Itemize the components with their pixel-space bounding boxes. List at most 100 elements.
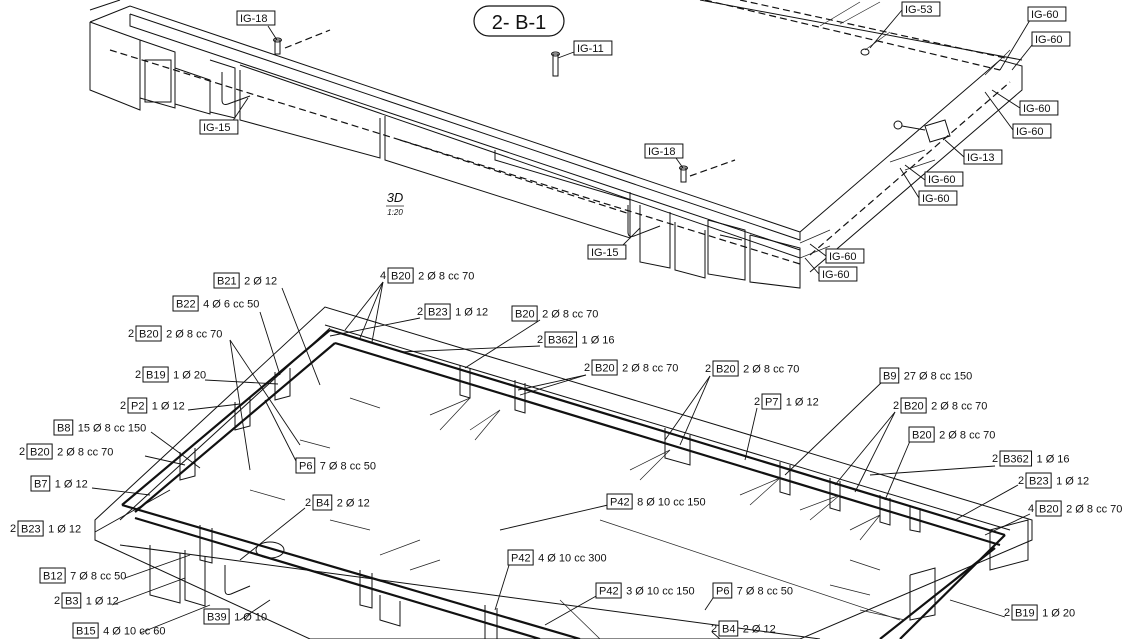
rebar-qty: 2 [754, 396, 760, 408]
top-bar-1 [819, 1, 861, 27]
stirrups-left-beam [179, 368, 291, 481]
insert-tag-ig-60-g: IG-60 [825, 248, 865, 264]
top-bar-2 [839, 1, 881, 25]
rebar-mark: B4 [722, 624, 735, 636]
insert-tag-text: IG-18 [648, 146, 676, 158]
rebar-spec: 2 Ø 8 cc 70 [166, 329, 222, 341]
rebar-mark: B21 [217, 276, 237, 288]
insert-tag-text: IG-60 [1023, 103, 1051, 115]
insert-tag-text: IG-60 [822, 269, 850, 281]
rebar-mark: B7 [34, 479, 47, 491]
rebar-spec: 1 Ø 12 [455, 307, 488, 319]
rebar-qty: 2 [537, 334, 543, 346]
insert-tag-ig-60-h: IG-60 [818, 266, 858, 282]
rebar-spec: 4 Ø 10 cc 60 [103, 626, 165, 638]
rebar-mark: P7 [765, 397, 778, 409]
rebar-mark: P42 [599, 586, 619, 598]
rebar-mark: B23 [428, 307, 448, 319]
rebar-spec: 8 Ø 10 cc 150 [637, 497, 706, 509]
end-block-right-5 [719, 234, 743, 241]
rebar-spec: 2 Ø 8 cc 70 [418, 271, 474, 283]
rebar-qty: 2 [417, 306, 423, 318]
rebar-qty: 2 [120, 400, 126, 412]
rebar-mark: B8 [57, 423, 70, 435]
slab-inner-edge-top [324, 324, 1011, 531]
leader-ig18-b [675, 157, 684, 169]
rebar-mark: B20 [1039, 504, 1059, 516]
rebar-qty: 2 [1018, 475, 1024, 487]
rebar-qty: 2 [705, 363, 711, 375]
sheet-title: 2- B-1 [492, 12, 546, 34]
stirrups-front-beam [199, 525, 498, 639]
lifting-insert-ig11 [551, 51, 560, 77]
insert-tag-text: IG-60 [922, 193, 950, 205]
cage-bar-right-2 [879, 547, 996, 639]
cage-bar-top-2 [334, 341, 1001, 547]
beam-top-edge [89, 0, 121, 11]
beam-hidden-2 [399, 139, 631, 215]
beam-hidden-line [109, 49, 801, 265]
rebar-mark: B20 [595, 363, 615, 375]
end-block-left-5 [209, 59, 236, 119]
end-block-left [89, 21, 141, 111]
rebar-qty: 2 [305, 497, 311, 509]
rebar-mark: B20 [515, 309, 535, 321]
rebar-mark: B19 [146, 370, 166, 382]
rebar-spec: 2 Ø 8 cc 70 [939, 430, 995, 442]
end-block-left-4 [174, 67, 211, 115]
leader-ig11 [557, 51, 575, 59]
anchor-plate-ig13 [893, 119, 951, 143]
top-hidden-line-2 [739, 0, 1006, 59]
rebar-mark: B39 [207, 612, 227, 624]
rebar-qty: 2 [19, 446, 25, 458]
rebar-mark: B20 [139, 329, 159, 341]
insert-tag-text: IG-60 [1016, 126, 1044, 138]
rebar-spec: 4 Ø 6 cc 50 [203, 299, 259, 311]
right-corner-block-2 [909, 567, 936, 621]
insert-tag-ig-60-b: IG-60 [1031, 31, 1071, 47]
beam-segment-2 [384, 116, 631, 239]
rebar-mark: B20 [30, 447, 50, 459]
insert-tag-ig-53: IG-53 [901, 1, 941, 17]
title-oval [473, 5, 565, 37]
slab-outline [94, 306, 1033, 639]
insert-tag-text: IG-13 [967, 152, 995, 164]
left-corner-block [149, 545, 181, 604]
end-block-right-2 [674, 222, 706, 279]
top-bar-8 [799, 245, 831, 259]
cage-bar-top [329, 328, 1006, 537]
rebar-mark: B362 [1003, 454, 1029, 466]
rebar-spec: 27 Ø 8 cc 150 [904, 371, 973, 383]
rebar-mark: B362 [548, 335, 574, 347]
beam-lower [239, 64, 801, 259]
leader-ig60-e [904, 164, 926, 181]
left-corner-block-2 [184, 550, 206, 607]
rebar-spec: 1 Ø 12 [786, 397, 819, 409]
end-block-right-4 [749, 234, 801, 289]
insert-tag-ig-15-b: IG-15 [587, 244, 627, 260]
insert-tag-ig-60-e: IG-60 [924, 171, 964, 187]
rebar-spec: 2 Ø 8 cc 70 [622, 363, 678, 375]
lifting-insert-ig18-a [273, 29, 331, 55]
top-bar-3 [864, 31, 891, 51]
rebar-mark: B15 [76, 626, 96, 638]
cage-bar-front [121, 503, 581, 639]
insert-tag-ig-11: IG-11 [573, 40, 613, 56]
rebar-mark: B20 [391, 271, 411, 283]
